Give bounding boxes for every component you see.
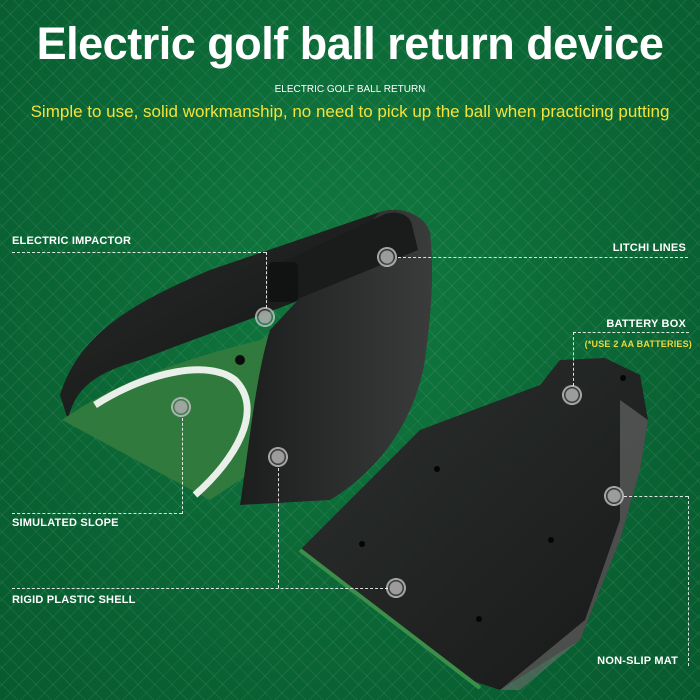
marker-litchi-lines (377, 247, 397, 267)
leader-non-slip-mat-v (688, 496, 689, 666)
leader-non-slip-mat-h (624, 496, 688, 497)
tagline: Simple to use, solid workmanship, no nee… (30, 102, 670, 121)
leader-electric-impactor-v (266, 252, 267, 308)
label-non-slip-mat: NON-SLIP MAT (597, 655, 678, 667)
label-litchi-lines: LITCHI LINES (612, 242, 686, 254)
label-simulated-slope: SIMULATED SLOPE (12, 517, 119, 529)
leader-rigid-shell-h (12, 588, 388, 589)
leader-litchi-lines (398, 257, 688, 258)
marker-rigid-plastic-shell (268, 447, 288, 467)
marker-non-slip-mat (604, 486, 624, 506)
page-title: Electric golf ball return device (36, 18, 664, 69)
label-battery-note: (*USE 2 AA BATTERIES) (584, 339, 692, 349)
marker-electric-impactor (255, 307, 275, 327)
label-battery-box: BATTERY BOX (606, 318, 686, 330)
leader-battery-box-v (573, 332, 574, 386)
leader-battery-box-h (573, 332, 689, 333)
marker-battery-box (562, 385, 582, 405)
leader-electric-impactor-h (12, 252, 266, 253)
leader-simulated-slope-h (12, 513, 182, 514)
marker-mat-edge (386, 578, 406, 598)
label-rigid-plastic-shell: RIGID PLASTIC SHELL (12, 594, 136, 606)
marker-simulated-slope (171, 397, 191, 417)
leader-rigid-shell-v (278, 468, 279, 588)
label-electric-impactor: ELECTRIC IMPACTOR (12, 235, 132, 247)
leader-simulated-slope-v (182, 418, 183, 514)
page-subtitle: ELECTRIC GOLF BALL RETURN (274, 84, 426, 95)
